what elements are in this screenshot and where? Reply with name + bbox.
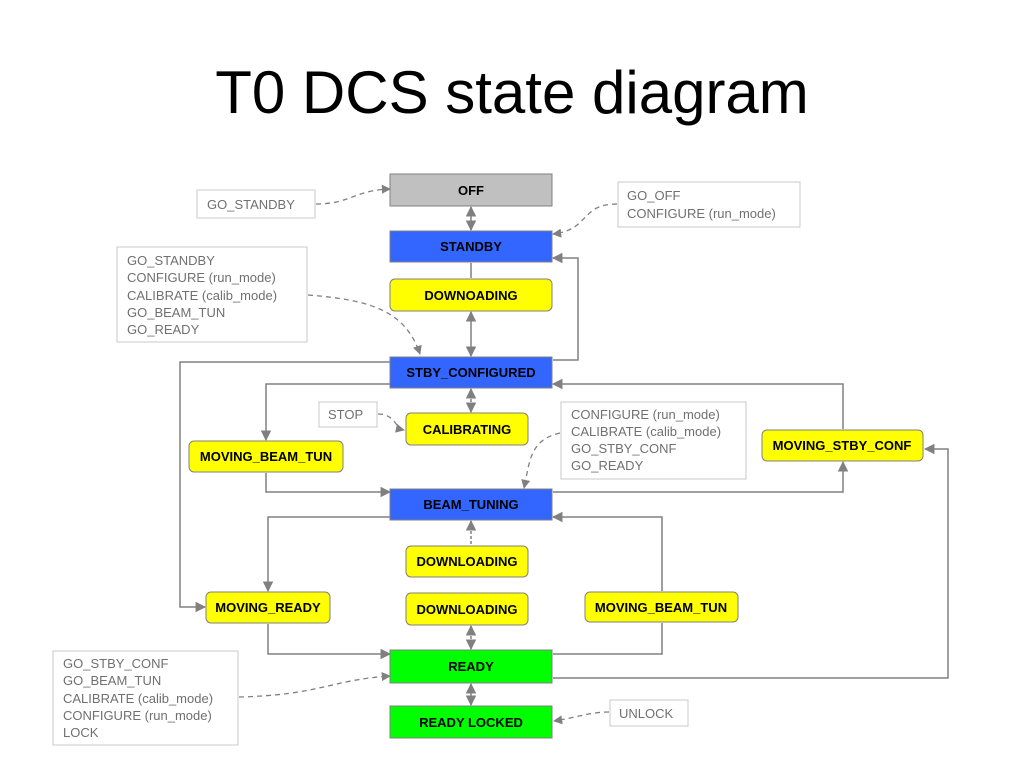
state-moving-ready: MOVING_READY [205, 591, 331, 624]
state-moving-beam-tun-right: MOVING_BEAM_TUN [584, 591, 739, 623]
state-moving-stby-conf: MOVING_STBY_CONF [761, 429, 924, 462]
command-text: GO_STANDBY [127, 253, 215, 268]
command-text: GO_BEAM_TUN [63, 673, 161, 688]
state-calibrating: CALIBRATING [405, 412, 529, 446]
command-text: LOCK [63, 725, 99, 740]
command-text: CALIBRATE (calib_mode) [127, 288, 277, 303]
state-standby: STANDBY [389, 230, 553, 263]
command-text: GO_STANDBY [207, 197, 295, 212]
arrow-ready-movingbeamtun [553, 623, 663, 655]
command-arrows [238, 184, 618, 725]
command-box-ready: GO_STBY_CONF GO_BEAM_TUN CALIBRATE (cali… [52, 650, 239, 746]
command-text: CONFIGURE (run_mode) [127, 270, 276, 285]
state-downloading-2: DOWNLOADING [405, 592, 529, 626]
state-moving-beam-tun-left-label: MOVING_BEAM_TUN [200, 449, 332, 464]
state-calibrating-label: CALIBRATING [423, 422, 512, 437]
state-moving-stby-conf-label: MOVING_STBY_CONF [773, 438, 912, 453]
command-text: STOP [328, 407, 363, 422]
transition-arrows [179, 205, 949, 707]
command-box-ready-locked: UNLOCK [609, 699, 689, 727]
state-ready: READY [389, 649, 553, 684]
command-text: GO_OFF [627, 188, 681, 203]
state-downloading-1: DOWNLOADING [405, 545, 529, 578]
state-off: OFF [389, 173, 553, 207]
command-text: GO_READY [571, 458, 644, 473]
command-box-off: GO_STANDBY [196, 189, 316, 219]
arrow-movingbeamtun-beamtuning [551, 511, 663, 591]
state-downloading-2-label: DOWNLOADING [416, 602, 517, 617]
command-text: CONFIGURE (run_mode) [571, 407, 720, 422]
command-text: GO_BEAM_TUN [127, 305, 225, 320]
command-text: GO_STBY_CONF [571, 441, 677, 456]
state-standby-label: STANDBY [440, 239, 502, 254]
arrow-movingstbyconf-stbyconf [551, 378, 844, 429]
state-ready-locked: READY LOCKED [389, 705, 553, 739]
state-off-label: OFF [458, 183, 484, 198]
command-box-stby-configured: GO_STANDBY CONFIGURE (run_mode) CALIBRAT… [116, 246, 308, 343]
state-moving-beam-tun-right-label: MOVING_BEAM_TUN [595, 600, 727, 615]
arrow-stbyconf-movingready [179, 361, 390, 613]
command-box-calibrating: STOP [318, 401, 378, 428]
arrow-movingready-ready [267, 624, 392, 660]
arrow-stbyconf-movingbeamtun [260, 383, 390, 442]
command-text: UNLOCK [619, 706, 674, 721]
command-text: GO_STBY_CONF [63, 656, 169, 671]
state-downoading-label: DOWNOADING [424, 288, 517, 303]
state-stby-configured-label: STBY_CONFIGURED [406, 365, 535, 380]
command-text: CALIBRATE (calib_mode) [63, 691, 213, 706]
command-text: GO_READY [127, 322, 200, 337]
arrow-ready-movingstbyconf [553, 443, 949, 679]
state-downoading: DOWNOADING [389, 278, 553, 312]
state-moving-beam-tun-left: MOVING_BEAM_TUN [188, 440, 344, 473]
state-ready-locked-label: READY LOCKED [419, 715, 523, 730]
state-ready-label: READY [448, 659, 494, 674]
command-text: CALIBRATE (calib_mode) [571, 424, 721, 439]
command-box-standby: GO_OFF CONFIGURE (run_mode) [617, 181, 801, 228]
state-moving-ready-label: MOVING_READY [215, 600, 321, 615]
page-title: T0 DCS state diagram [215, 59, 809, 126]
command-text: CONFIGURE (run_mode) [63, 708, 212, 723]
state-beam-tuning: BEAM_TUNING [389, 488, 553, 521]
state-stby-configured: STBY_CONFIGURED [389, 356, 553, 389]
arrow-beamtuning-movingready [262, 516, 390, 593]
arrow-stbyconf-standby [551, 252, 579, 361]
state-beam-tuning-label: BEAM_TUNING [423, 497, 518, 512]
command-box-beam-tuning: CONFIGURE (run_mode) CALIBRATE (calib_mo… [560, 401, 747, 480]
arrow-movingbeamtun-beamtuning [265, 473, 392, 498]
arrow-beamtuning-movingstbyconf [553, 460, 849, 493]
state-downloading-1-label: DOWNLOADING [416, 554, 517, 569]
command-text: CONFIGURE (run_mode) [627, 206, 776, 221]
